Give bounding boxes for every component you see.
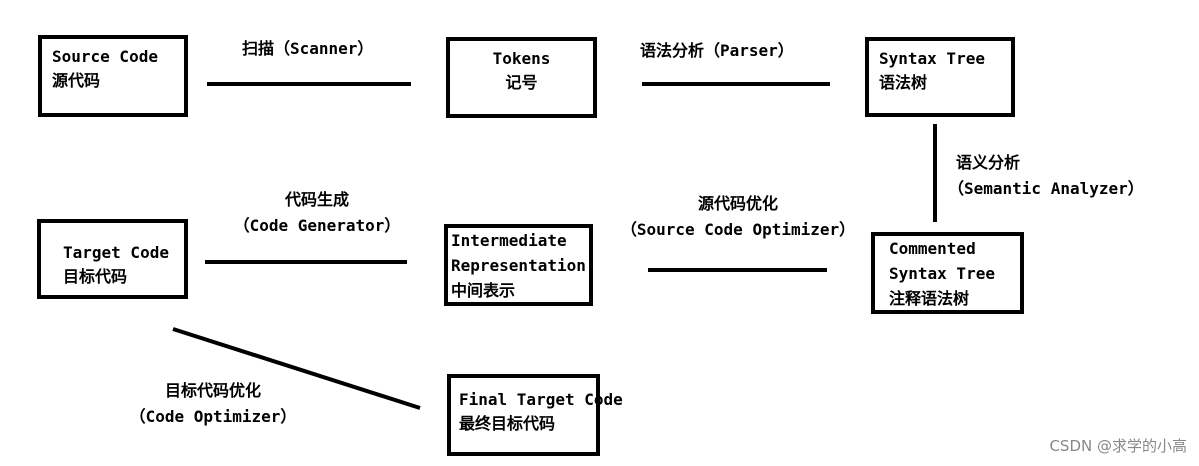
edge-label-code-generator: 代码生成 （Code Generator） [222,187,412,239]
node-target-code-en: Target Code [63,243,169,262]
node-tokens-zh: 记号 [505,73,538,92]
node-syntax-tree: Syntax Tree 语法树 [865,37,1015,117]
edge-label-code-optimizer: 目标代码优化 （Code Optimizer） [118,378,308,430]
node-source-code: Source Code 源代码 [38,35,188,117]
edge-label-code-optimizer-zh: 目标代码优化 [164,381,261,400]
edge-label-parser-text: 语法分析（Parser） [640,41,794,60]
node-final-target-code-en: Final Target Code [459,390,623,409]
edge-label-semantic-analyzer-en: （Semantic Analyzer） [948,179,1144,198]
node-source-code-en: Source Code [52,47,158,66]
edge-label-source-code-optimizer-en: （Source Code Optimizer） [620,220,856,239]
node-commented-syntax-tree-zh: 注释语法树 [889,289,970,308]
edge-label-code-generator-en: （Code Generator） [233,216,401,235]
edge-label-source-code-optimizer: 源代码优化 （Source Code Optimizer） [610,191,866,243]
code-optimizer-line [172,327,421,410]
edge-label-source-code-optimizer-zh: 源代码优化 [697,194,778,213]
node-intermediate-representation: Intermediate Representation 中间表示 [444,224,593,306]
edge-label-parser: 语法分析（Parser） [640,38,794,64]
edge-label-scanner-text: 扫描（Scanner） [242,39,374,58]
node-commented-syntax-tree-en-1: Commented [889,239,976,258]
node-target-code-zh: 目标代码 [63,267,128,286]
node-syntax-tree-zh: 语法树 [879,73,928,92]
node-tokens: Tokens 记号 [446,37,597,118]
node-intermediate-representation-en-2: Representation [451,256,586,275]
node-syntax-tree-en: Syntax Tree [879,49,985,68]
node-source-code-zh: 源代码 [52,71,101,90]
watermark: CSDN @求学的小高 [1049,437,1187,455]
node-tokens-en: Tokens [492,49,551,68]
node-final-target-code-zh: 最终目标代码 [459,414,556,433]
edge-label-code-generator-zh: 代码生成 [284,190,349,209]
node-final-target-code: Final Target Code 最终目标代码 [447,374,623,456]
node-intermediate-representation-zh: 中间表示 [451,281,516,300]
node-intermediate-representation-en-1: Intermediate [451,231,567,250]
node-target-code: Target Code 目标代码 [37,219,188,299]
edge-label-semantic-analyzer: 语义分析 （Semantic Analyzer） [948,150,1144,202]
edge-label-code-optimizer-en: （Code Optimizer） [129,407,297,426]
node-commented-syntax-tree-en-2: Syntax Tree [889,264,995,283]
edge-label-semantic-analyzer-zh: 语义分析 [956,153,1021,172]
edge-label-scanner: 扫描（Scanner） [242,36,373,62]
node-commented-syntax-tree: Commented Syntax Tree 注释语法树 [871,232,1024,314]
